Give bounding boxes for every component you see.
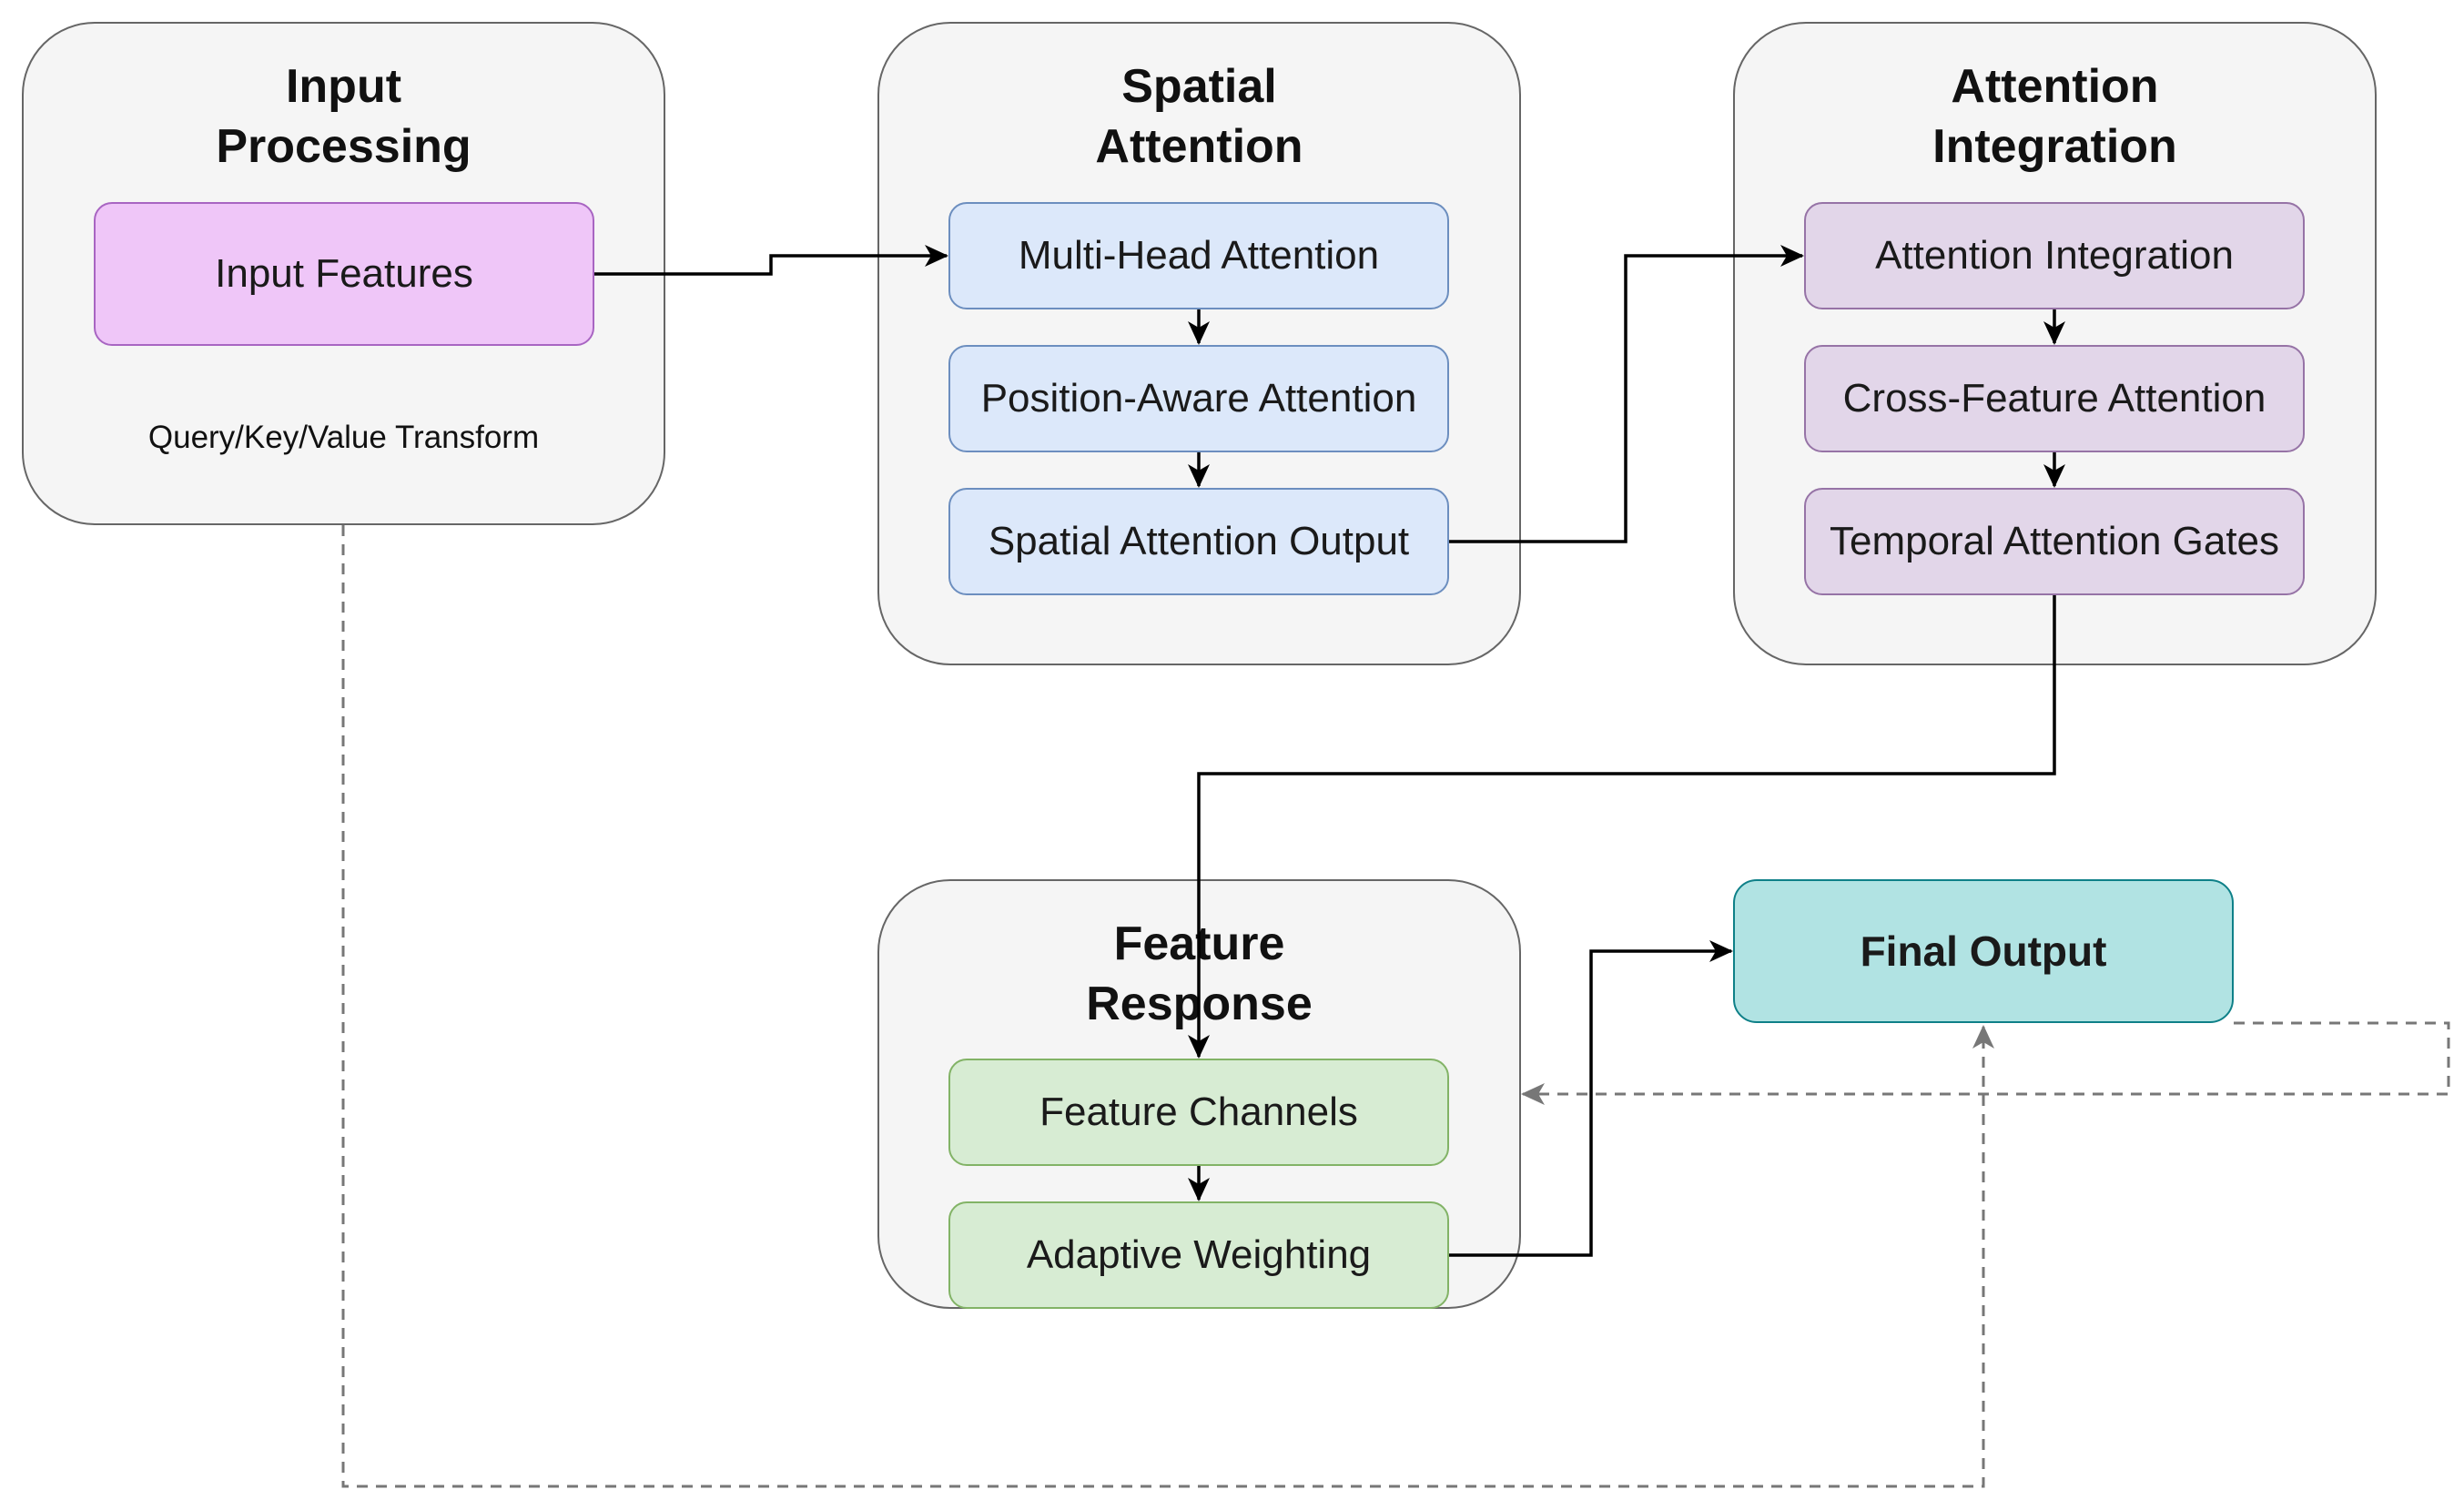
feature-response-title: Feature Response xyxy=(1086,917,1313,1030)
spatial-attention-title: Spatial Attention xyxy=(1095,60,1303,173)
spatial-attention-output-node[interactable]: Spatial Attention Output xyxy=(948,488,1449,595)
cross-feature-attention-node[interactable]: Cross-Feature Attention xyxy=(1804,345,2305,452)
final-output-node[interactable]: Final Output xyxy=(1733,879,2234,1023)
qkv-transform-label: Query/Key/Value Transform xyxy=(147,420,540,455)
input-features-node[interactable]: Input Features xyxy=(94,202,594,346)
edge-dashed-final-output-to-feature-response xyxy=(1521,1021,2450,1105)
temporal-attention-gates-node[interactable]: Temporal Attention Gates xyxy=(1804,488,2305,595)
adaptive-weighting-node[interactable]: Adaptive Weighting xyxy=(948,1201,1449,1309)
feature-channels-node[interactable]: Feature Channels xyxy=(948,1059,1449,1166)
attention-integration-title: Attention Integration xyxy=(1932,60,2177,173)
position-aware-attention-node[interactable]: Position-Aware Attention xyxy=(948,345,1449,452)
input-processing-title: Input Processing xyxy=(216,60,472,173)
attention-integration-node[interactable]: Attention Integration xyxy=(1804,202,2305,309)
multi-head-attention-node[interactable]: Multi-Head Attention xyxy=(948,202,1449,309)
